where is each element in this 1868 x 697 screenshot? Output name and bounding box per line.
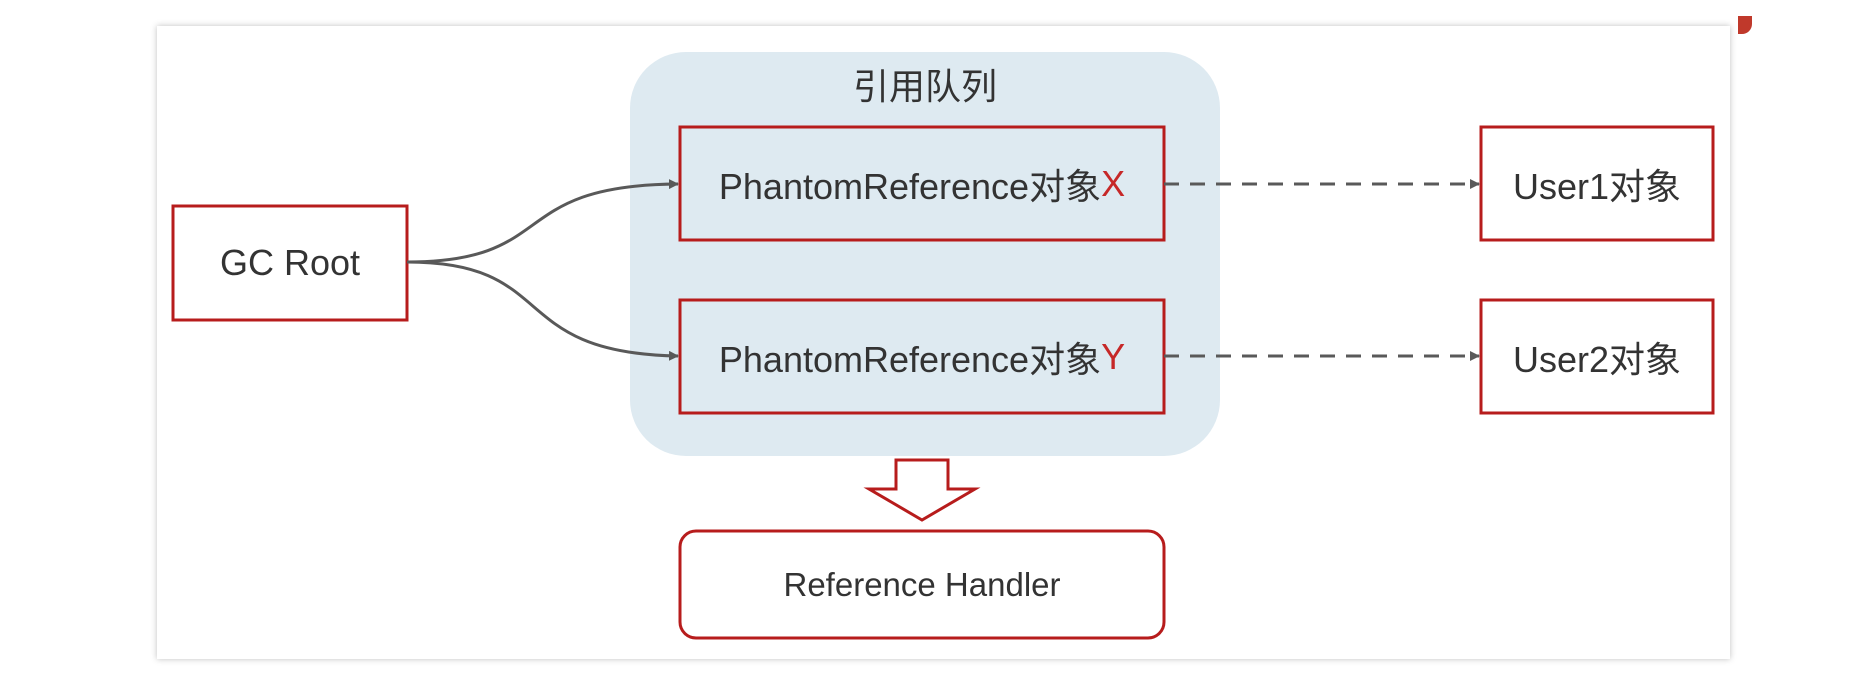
queue-title: 引用队列 bbox=[852, 66, 997, 107]
gc-root-box bbox=[171, 204, 409, 322]
reference-handler-box bbox=[678, 529, 1166, 640]
corner-decoration bbox=[1738, 16, 1752, 34]
user2-box bbox=[1479, 298, 1715, 415]
phantom-reference-x-box bbox=[678, 125, 1166, 242]
phantom-reference-y-box bbox=[678, 298, 1166, 415]
user1-box bbox=[1479, 125, 1715, 242]
reference-handler-label: Reference Handler bbox=[783, 565, 1061, 603]
gc-root-to-y-arrow bbox=[406, 260, 679, 361]
user2-label: User2对象 bbox=[1512, 338, 1682, 380]
phantom-reference-x-suffix: X bbox=[1101, 162, 1126, 204]
phantom-reference-y-text: PhantomReference对象 bbox=[718, 338, 1102, 380]
phantom-reference-x-text: PhantomReference对象 bbox=[718, 165, 1102, 207]
gc-root-to-x-arrow bbox=[406, 179, 679, 264]
phantom-reference-y-suffix: Y bbox=[1101, 335, 1126, 377]
queue-to-handler-block-arrow bbox=[863, 458, 981, 522]
user1-label: User1对象 bbox=[1512, 165, 1682, 207]
gc-root-label: GC Root bbox=[219, 242, 361, 283]
